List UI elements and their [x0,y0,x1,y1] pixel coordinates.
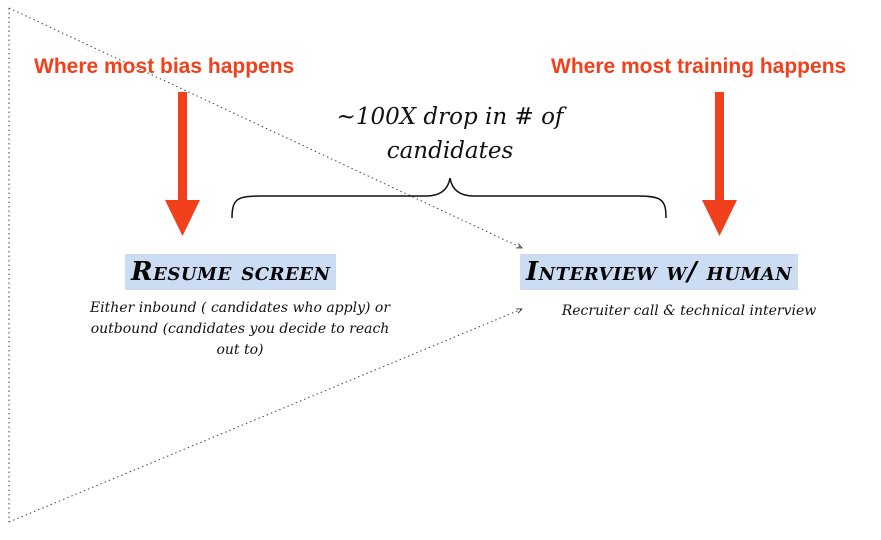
stage-resume-screen: Resume screen [125,254,337,290]
arrow-down-right [702,92,737,236]
callout-bias: Where most bias happens [34,55,295,78]
resume-description: Either inbound ( candidates who apply) o… [89,300,391,358]
arrow-down-left [165,92,200,236]
drop-label: ~100X drop in # of candidates [336,104,564,164]
interview-description: Recruiter call & technical interview [561,303,817,319]
stage-interview: Interview w/ human [520,254,799,290]
callout-training: Where most training happens [551,55,847,78]
curly-brace [231,177,667,219]
